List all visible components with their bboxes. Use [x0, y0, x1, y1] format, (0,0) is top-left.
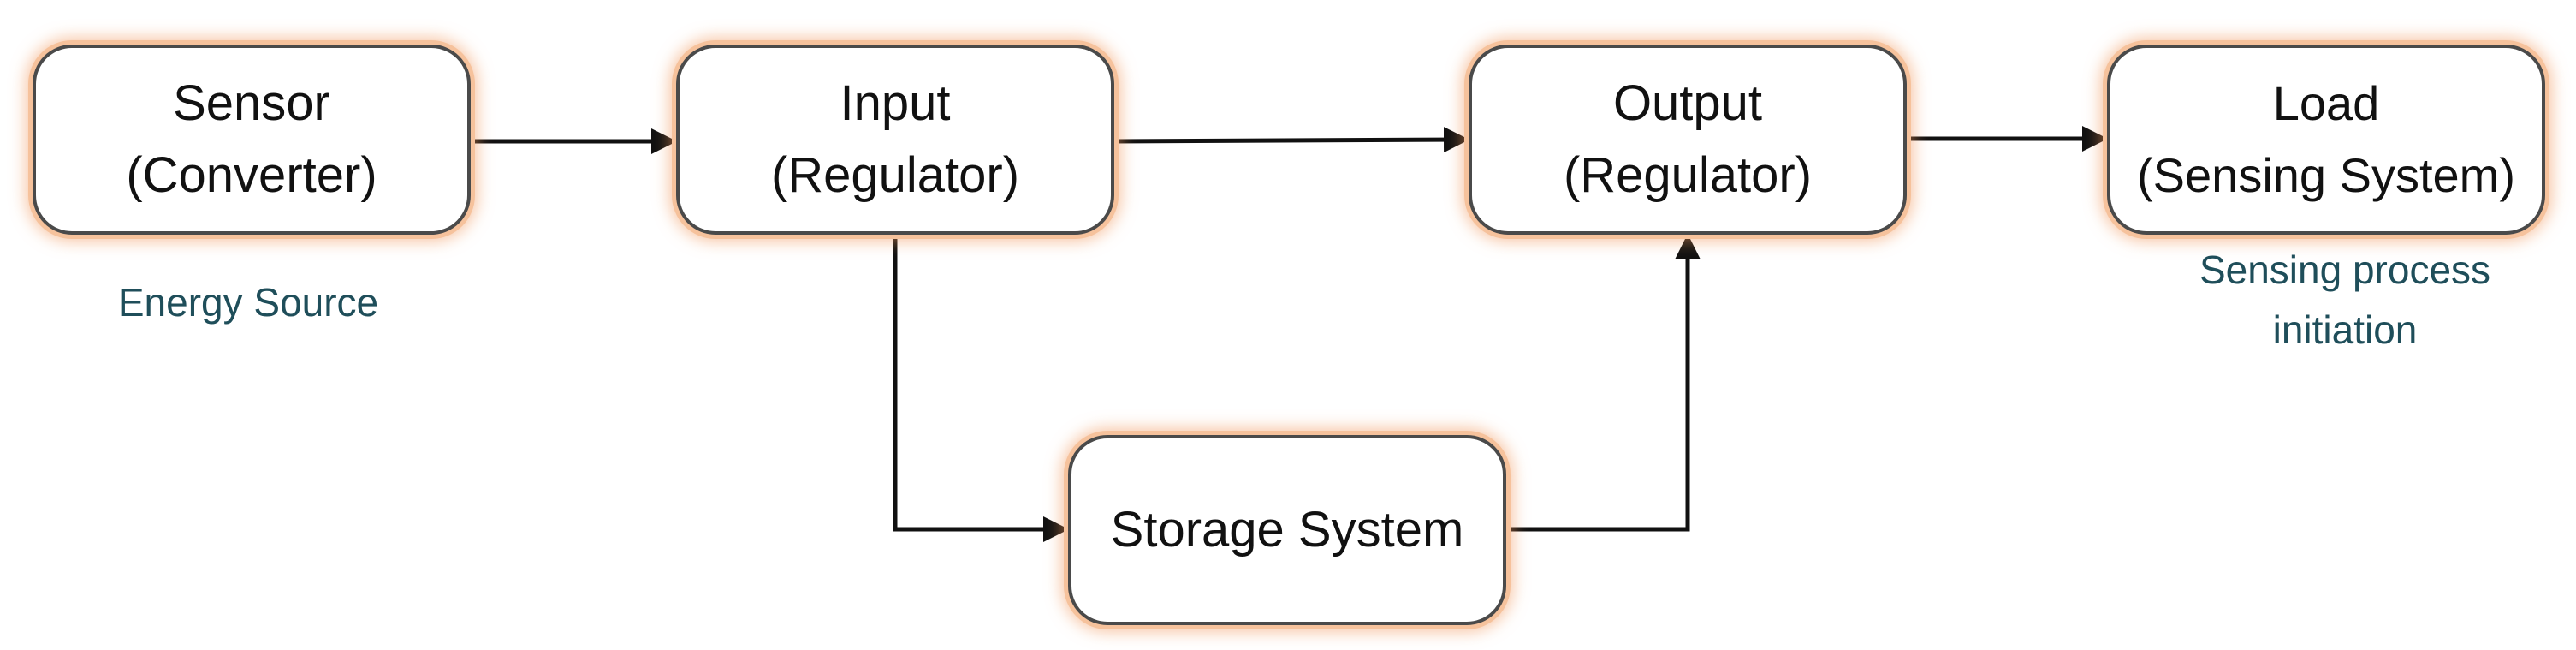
arrow-storage-to-output: [1506, 234, 1701, 532]
arrow-input-to-output: [1113, 127, 1469, 153]
energy-source-caption: Energy Source: [117, 280, 379, 325]
sensing-initiation-caption: Sensing process initiation: [2199, 247, 2491, 352]
load-sensing-system-block: Load (Sensing System): [2107, 45, 2545, 235]
arrow-input-to-storage: [893, 235, 1069, 542]
storage-system-label: Storage System: [1110, 502, 1464, 558]
load-sensing-system-label: Load (Sensing System): [2137, 76, 2515, 202]
input-regulator-block: Input (Regulator): [676, 45, 1114, 235]
sensor-converter-block: Sensor (Converter): [33, 45, 471, 235]
input-regulator-label: Input (Regulator): [770, 75, 1020, 203]
output-regulator-label: Output (Regulator): [1563, 75, 1813, 203]
output-regulator-block: Output (Regulator): [1469, 45, 1907, 235]
storage-system-block: Storage System: [1068, 435, 1506, 625]
sensor-converter-label: Sensor (Converter): [126, 75, 377, 203]
